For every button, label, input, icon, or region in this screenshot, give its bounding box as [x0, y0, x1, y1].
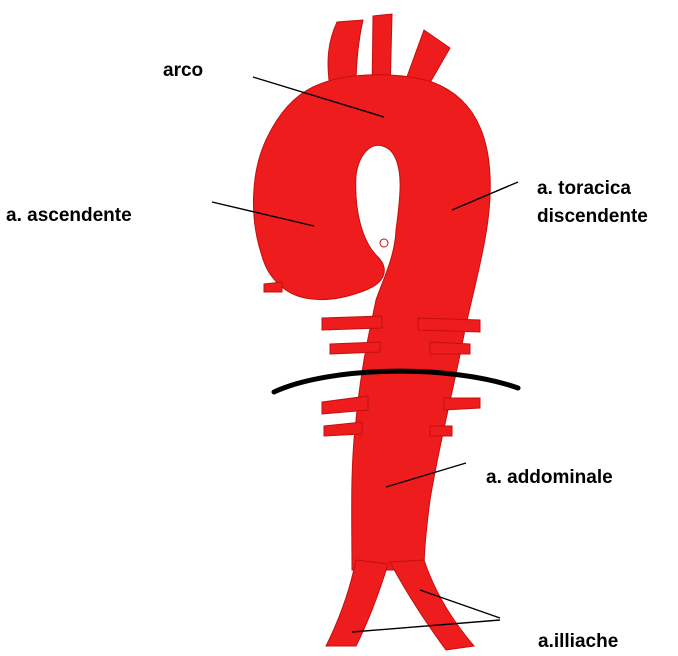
branch-stub	[444, 398, 480, 410]
arch-lumen	[358, 152, 398, 244]
label-ascendente: a. ascendente	[6, 205, 132, 227]
branch-stub	[324, 422, 362, 436]
label-addominale: a. addominale	[486, 467, 613, 489]
label-illiache: a.illiache	[538, 631, 618, 653]
branch-stub	[330, 342, 380, 354]
branch-stub	[430, 342, 470, 354]
branch-stub	[322, 316, 382, 330]
branch-stub	[264, 282, 282, 292]
label-arco: arco	[163, 60, 203, 82]
aorta-vessel	[253, 14, 490, 650]
branch-stub	[418, 318, 480, 332]
label-toracica-line2: discendente	[537, 206, 648, 228]
branch-stub	[430, 426, 452, 436]
arch-lumen-dot	[380, 239, 388, 247]
right-iliac-branch	[326, 560, 388, 646]
label-toracica-line1: a. toracica	[537, 178, 631, 200]
